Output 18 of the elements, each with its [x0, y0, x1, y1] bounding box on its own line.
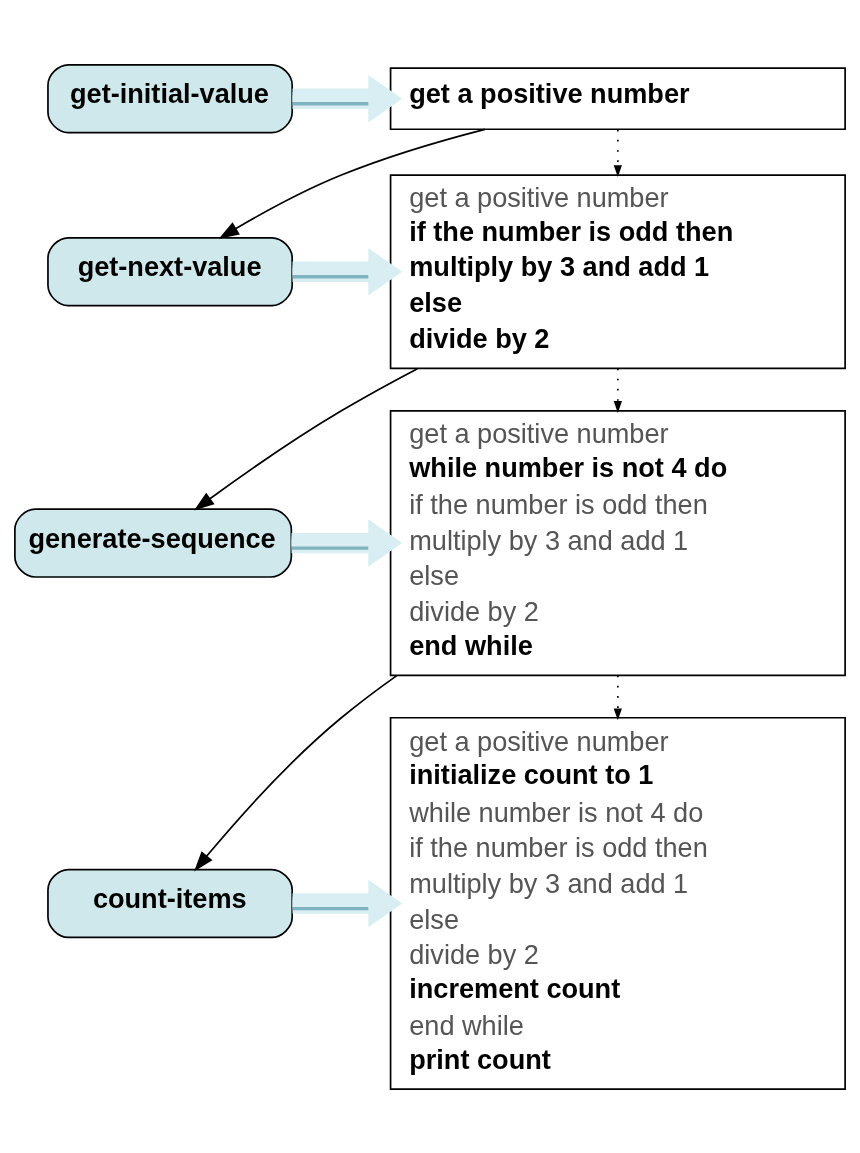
- arrow: [292, 247, 403, 295]
- node-box: get-initial-value: [47, 63, 294, 133]
- arrow: [291, 518, 403, 567]
- arrow: [613, 674, 622, 720]
- node-box: get a positive number if the number is odd then multiply by 3 and add 1 else divide by 2: [389, 173, 846, 369]
- node-box: get a positive number while number is not 4 do if the number is odd then multiply by 3 and add 1 else divide by 2 end while: [389, 409, 846, 676]
- arrow: [292, 879, 403, 927]
- node-box: get-next-value: [47, 236, 294, 306]
- arrow: [194, 674, 398, 871]
- node-box: get a positive number: [389, 66, 846, 130]
- node-box: count-items: [47, 868, 294, 938]
- arrow: [292, 74, 403, 122]
- arrow: [194, 367, 419, 510]
- arrow: [613, 367, 622, 413]
- arrow: [218, 127, 486, 239]
- node-box: get a positive number initialize count to 1 while number is not 4 do if the number is odd then multiply by 3 and add 1 else divide by 2 increment count end while print count: [389, 716, 846, 1090]
- arrow: [613, 128, 622, 177]
- node-box: generate-sequence: [14, 507, 293, 578]
